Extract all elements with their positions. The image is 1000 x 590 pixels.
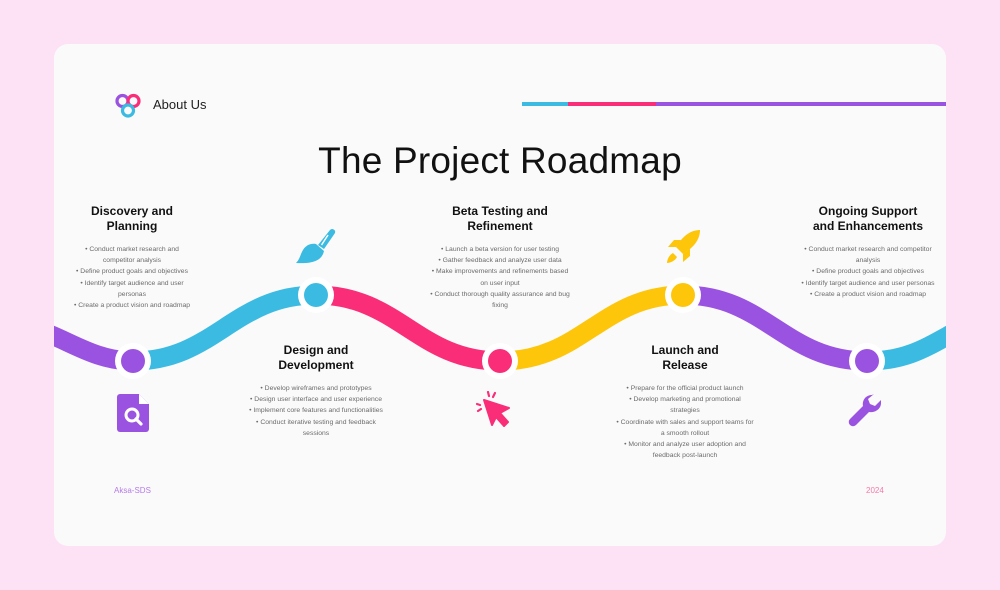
wave-segment-yellow (499, 285, 684, 371)
stage-bullets: Conduct market research and competitor a… (798, 244, 938, 300)
accent-bar-purple (656, 102, 946, 106)
milestone-nodes (115, 277, 885, 379)
trefoil-logo-icon (115, 93, 141, 118)
accent-bar-blue (522, 102, 568, 106)
document-search-icon (117, 394, 149, 432)
bullet-item: Conduct market research and competitor a… (72, 244, 192, 266)
bullet-item: Identify target audience and user person… (72, 278, 192, 300)
bullet-item: Develop marketing and promotional strate… (615, 394, 755, 416)
bullet-item: Identify target audience and user person… (798, 278, 938, 289)
bullet-item: Design user interface and user experienc… (246, 394, 386, 405)
wave-segment-pink (315, 285, 501, 371)
bullet-item: Conduct iterative testing and feedback s… (246, 417, 386, 439)
footer-brand: Aksa-SDS (114, 486, 151, 495)
bullet-item: Prepare for the official product launch (615, 383, 755, 394)
bullet-item: Make improvements and refinements based … (430, 266, 570, 288)
bullet-item: Develop wireframes and prototypes (246, 383, 386, 394)
stage-bullets: Prepare for the official product launch … (615, 383, 755, 461)
slide-card: About Us The Project Roadmap (54, 44, 946, 546)
cursor-click-icon (475, 391, 510, 427)
bullet-item: Conduct thorough quality assurance and b… (430, 289, 570, 311)
bullet-item: Define product goals and objectives (798, 266, 938, 277)
page-title: The Project Roadmap (318, 140, 682, 181)
bullet-item: Coordinate with sales and support teams … (615, 417, 755, 439)
bullet-item: Monitor and analyze user adoption and fe… (615, 439, 755, 461)
accent-bar-pink (568, 102, 656, 106)
paintbrush-icon (296, 229, 336, 264)
footer-year: 2024 (866, 486, 884, 495)
stage-bullets: Develop wireframes and prototypes Design… (246, 383, 386, 439)
bullet-item: Define product goals and objectives (72, 266, 192, 277)
stage-bullets: Conduct market research and competitor a… (72, 244, 192, 311)
rocket-icon (667, 230, 700, 263)
wave-segment-blue (132, 285, 317, 371)
bullet-item: Create a product vision and roadmap (798, 289, 938, 300)
bullet-item: Create a product vision and roadmap (72, 300, 192, 311)
stage-bullets: Launch a beta version for user testing G… (430, 244, 570, 311)
wave-segment-purple (682, 285, 868, 371)
bullet-item: Implement core features and functionalit… (246, 405, 386, 416)
wrench-icon (848, 394, 881, 427)
bullet-item: Conduct market research and competitor a… (798, 244, 938, 266)
bullet-item: Launch a beta version for user testing (430, 244, 570, 255)
roadmap-wave (54, 277, 946, 379)
bullet-item: Gather feedback and analyze user data (430, 255, 570, 266)
section-label: About Us (153, 97, 207, 112)
